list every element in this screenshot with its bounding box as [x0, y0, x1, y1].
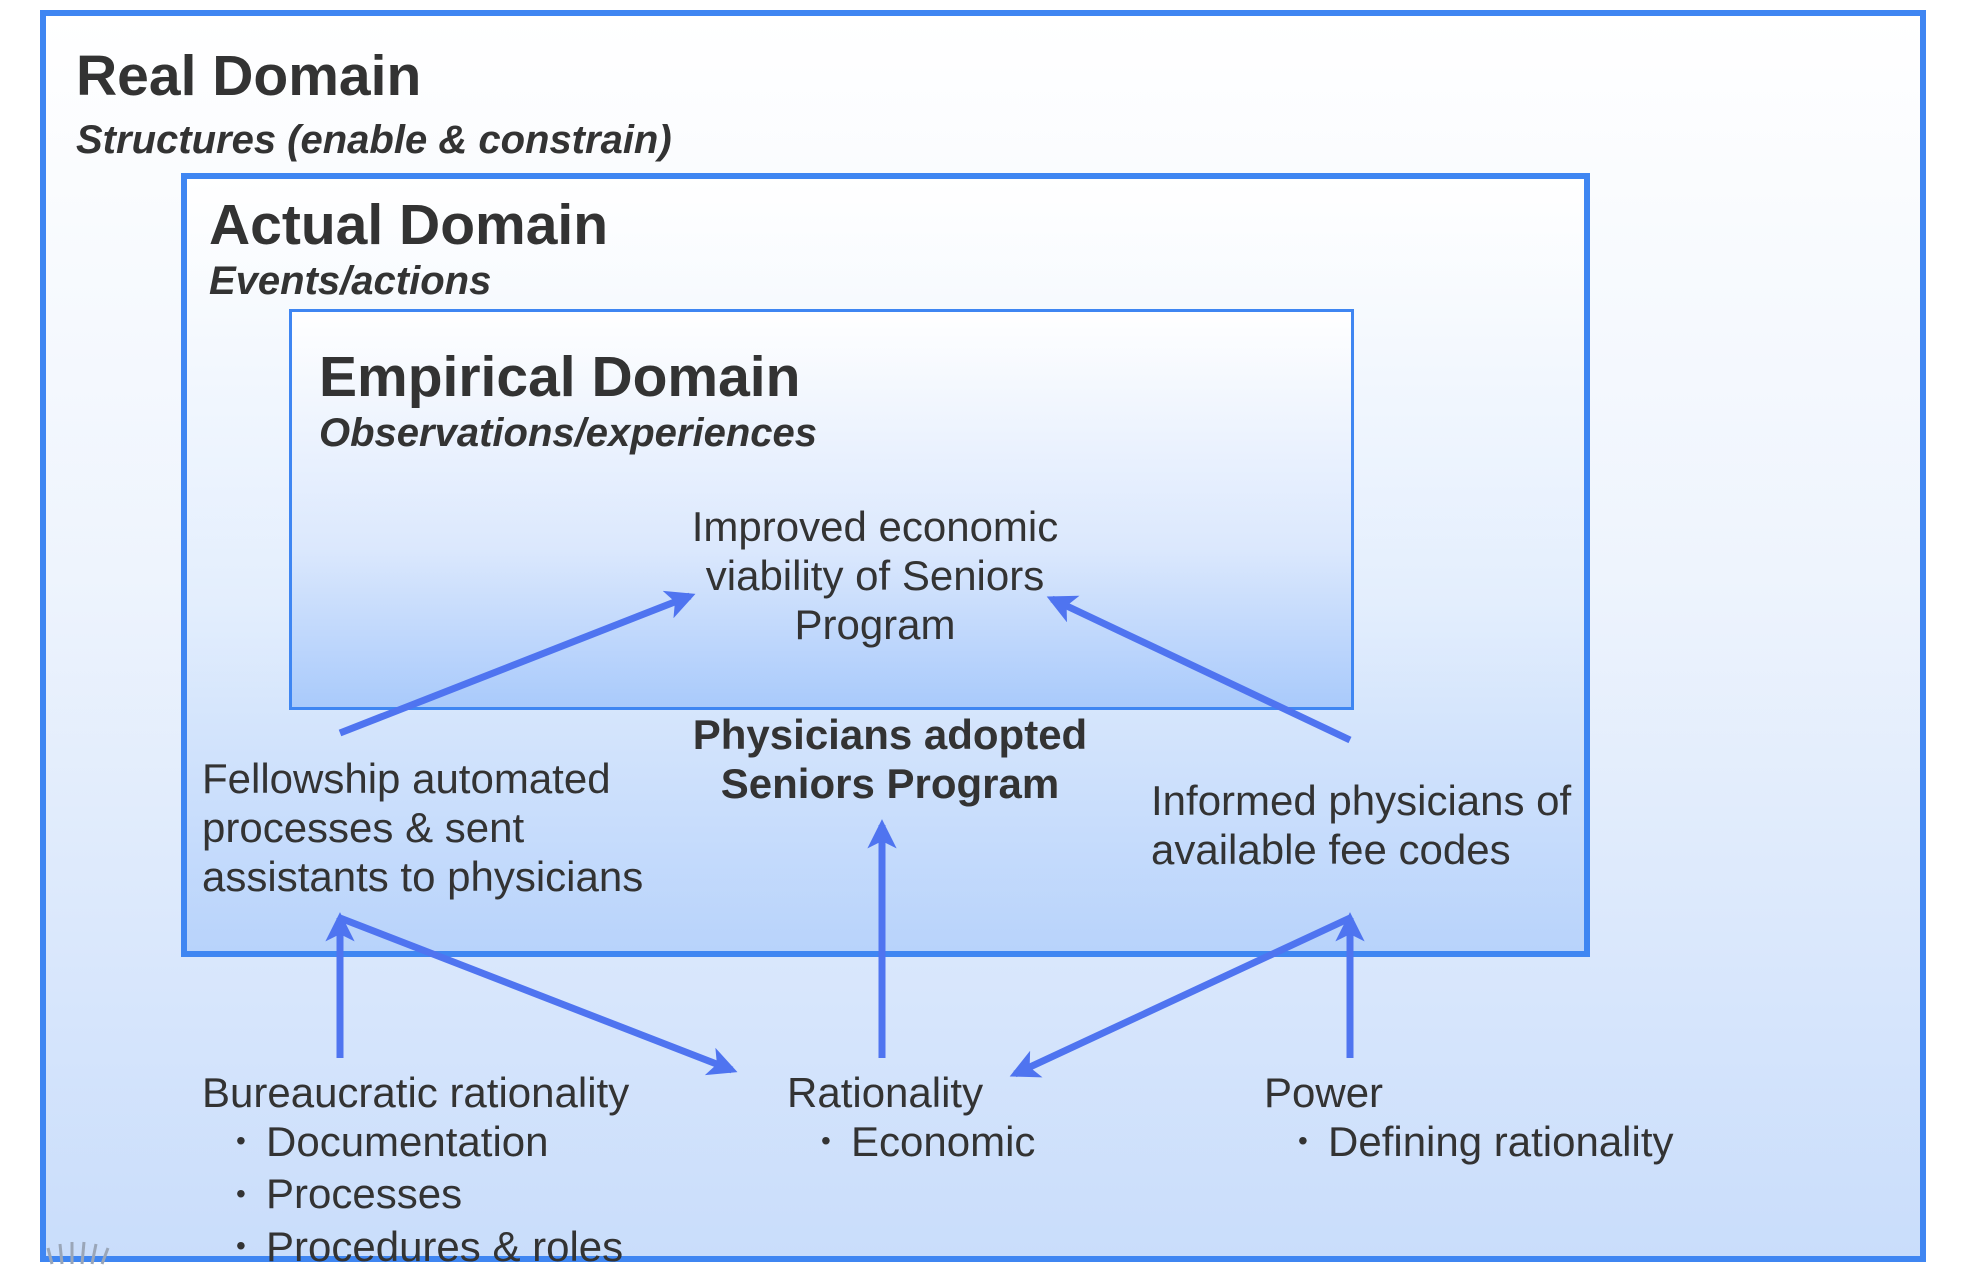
bureaucratic-bullet: Procedures & roles [202, 1222, 629, 1274]
power-structure: Power Defining rationality [1264, 1068, 1674, 1169]
power-heading: Power [1264, 1069, 1384, 1116]
adopted-line: Seniors Program [720, 760, 1060, 807]
arrow-fellowship-to-outcome [338, 590, 696, 737]
bureaucratic-structure: Bureaucratic rationality Documentation P… [202, 1068, 629, 1274]
outcome-text: Improved economic viability of Seniors P… [650, 502, 1100, 649]
adopted-line: Physicians adopted [692, 711, 1088, 758]
informed-line: Informed physicians of [1151, 777, 1572, 824]
arrow-informed-to-rationality [1009, 914, 1352, 1078]
real-domain-title: Real Domain [76, 44, 422, 108]
bureaucratic-bullet: Documentation [202, 1117, 629, 1169]
outcome-line: viability of Seniors [705, 552, 1045, 599]
rationality-structure: Rationality Economic [787, 1068, 1035, 1169]
actual-domain-title: Actual Domain [209, 193, 609, 257]
rationality-heading: Rationality [787, 1069, 984, 1116]
arrow-fellowship-to-rationality [338, 914, 738, 1076]
outcome-line: Program [794, 601, 956, 648]
fellowship-event-text: Fellowship automated processes & sent as… [202, 754, 643, 901]
fellowship-line: assistants to physicians [202, 853, 644, 900]
empirical-domain-box [289, 309, 1354, 710]
adopted-event-text: Physicians adopted Seniors Program [670, 710, 1110, 808]
empirical-domain-subtitle: Observations/experiences [319, 411, 818, 455]
fellowship-line: Fellowship automated [202, 755, 611, 802]
real-domain-subtitle: Structures (enable & constrain) [76, 118, 672, 162]
outcome-line: Improved economic [691, 503, 1059, 550]
arrow-informed-to-outcome [1046, 595, 1352, 744]
empirical-domain-title: Empirical Domain [319, 345, 801, 409]
fellowship-line: processes & sent [202, 804, 525, 851]
rationality-bullet: Economic [787, 1117, 1035, 1169]
bureaucratic-heading: Bureaucratic rationality [202, 1069, 630, 1116]
actual-domain-subtitle: Events/actions [209, 259, 492, 303]
informed-line: available fee codes [1151, 826, 1511, 873]
partial-logo-icon [46, 1241, 110, 1265]
informed-event-text: Informed physicians of available fee cod… [1151, 776, 1571, 874]
bureaucratic-bullet: Processes [202, 1169, 629, 1221]
power-bullet: Defining rationality [1264, 1117, 1674, 1169]
